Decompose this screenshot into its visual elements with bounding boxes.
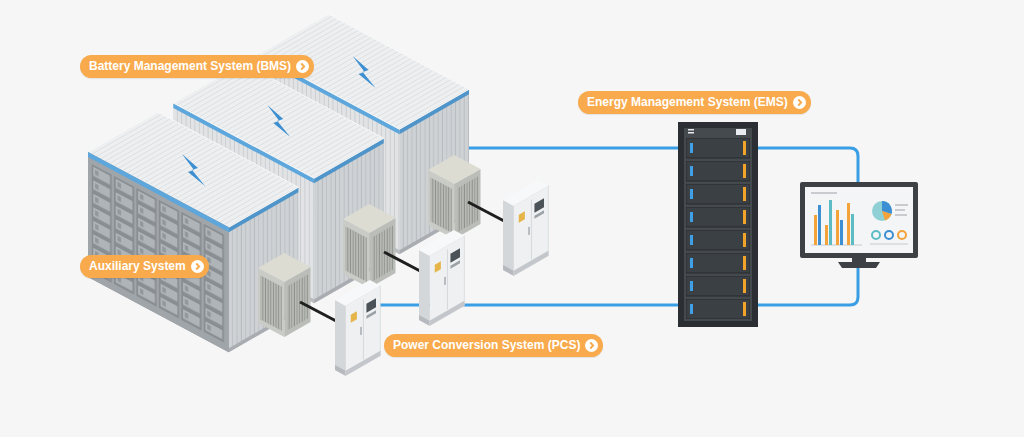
rack-mark xyxy=(688,132,694,134)
donut-chart xyxy=(872,231,880,239)
label-text: Auxiliary System xyxy=(89,259,186,274)
chart-bar xyxy=(840,220,843,245)
chart-bar xyxy=(836,210,839,245)
callout-pill: Battery Management System (BMS) xyxy=(80,55,314,78)
pcs-cabinet xyxy=(419,230,464,326)
donut-chart xyxy=(898,231,906,239)
hvac-unit xyxy=(428,155,481,239)
screen-line xyxy=(811,192,837,194)
screen-line xyxy=(895,214,907,216)
monitor-screen xyxy=(805,187,913,253)
label-text: Battery Management System (BMS) xyxy=(89,59,291,74)
container-glass xyxy=(88,152,229,352)
hvac-unit xyxy=(258,253,311,337)
monitor xyxy=(800,182,918,268)
container-interior xyxy=(88,152,229,352)
chart-bar xyxy=(818,205,821,245)
container-cutaway xyxy=(88,152,229,352)
rack-mark xyxy=(688,129,694,131)
rack-panel xyxy=(684,128,752,321)
pie-slice xyxy=(882,211,892,221)
screen-line xyxy=(895,204,908,206)
callout-pill: Auxiliary System xyxy=(80,255,209,278)
donut-chart xyxy=(885,231,893,239)
label-text: Energy Management System (EMS) xyxy=(587,95,788,110)
screen-line xyxy=(895,209,905,211)
chart-bar xyxy=(847,203,850,245)
monitor-frame xyxy=(800,182,918,258)
power-cable xyxy=(468,202,506,222)
pcs-cabinet xyxy=(503,180,548,276)
communication-line xyxy=(469,148,858,184)
chart-bar xyxy=(825,225,828,245)
callout-pill: Power Conversion System (PCS) xyxy=(384,334,603,357)
ems-rack xyxy=(678,122,758,327)
pie-chart xyxy=(872,201,892,221)
screen-line xyxy=(870,243,908,245)
rack-units xyxy=(686,138,750,319)
rack-badge xyxy=(736,129,746,135)
container-stripe xyxy=(88,152,229,232)
label-text: Power Conversion System (PCS) xyxy=(393,338,580,353)
hvac-unit xyxy=(343,204,396,288)
rack-frame xyxy=(678,122,758,327)
callout-pill: Energy Management System (EMS) xyxy=(578,91,811,114)
pcs-cabinet xyxy=(335,280,380,376)
chart-bar xyxy=(814,215,817,245)
power-cable xyxy=(384,252,422,272)
chart-bar xyxy=(851,214,854,245)
power-cable xyxy=(300,302,338,322)
monitor-base xyxy=(838,262,880,268)
chart-bar xyxy=(829,200,832,245)
